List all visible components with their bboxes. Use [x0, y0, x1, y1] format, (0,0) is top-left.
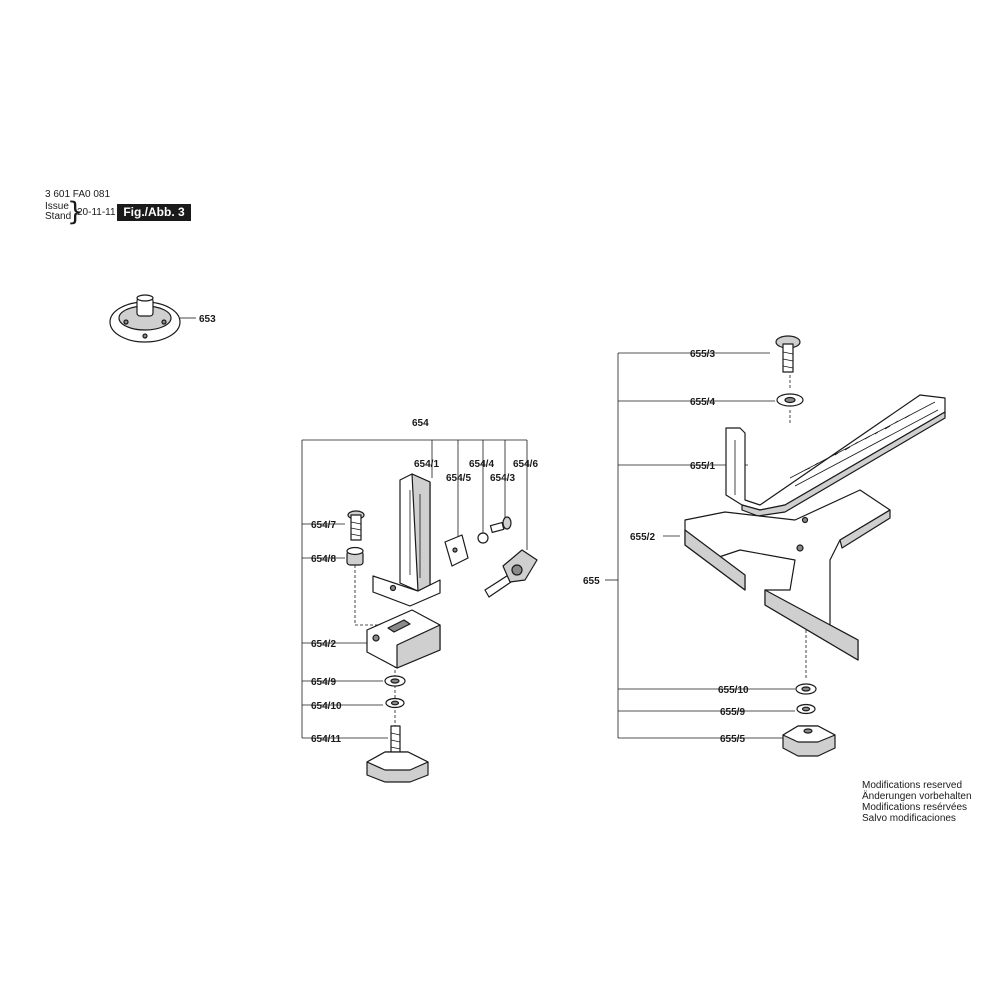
- label-655-5: 655/5: [720, 734, 745, 745]
- label-654: 654: [412, 418, 429, 429]
- brace: }: [67, 197, 84, 227]
- part-655-3-drawing: [775, 335, 801, 373]
- part-654-10-drawing: [385, 697, 405, 709]
- issue-date: 20-11-11: [77, 207, 116, 218]
- label-655-3: 655/3: [690, 349, 715, 360]
- label-654-8: 654/8: [311, 554, 336, 565]
- part-654-4-drawing: [477, 532, 489, 544]
- part-654-9-drawing: [384, 675, 406, 687]
- part-655-2-drawing: [684, 489, 891, 661]
- part-655-10-drawing: [795, 683, 817, 695]
- note-line-en: Modifications reserved: [862, 780, 963, 791]
- label-655: 655: [583, 576, 600, 587]
- part-653-drawing: [109, 294, 181, 343]
- label-655-9: 655/9: [720, 707, 745, 718]
- label-655-1: 655/1: [690, 461, 715, 472]
- leader-lines-654: [301, 439, 528, 739]
- leader-lines-655: [605, 352, 807, 739]
- label-654-9: 654/9: [311, 677, 336, 688]
- label-654-10: 654/10: [311, 701, 342, 712]
- part-654-1-drawing: [372, 473, 441, 607]
- part-654-7-drawing: [347, 510, 365, 541]
- note-line-de: Änderungen vorbehalten: [862, 791, 972, 802]
- part-655-9-drawing: [796, 703, 816, 715]
- label-653: 653: [199, 314, 216, 325]
- label-654-11: 654/11: [311, 734, 341, 745]
- label-654-7: 654/7: [311, 520, 336, 531]
- label-655-10: 655/10: [718, 685, 749, 696]
- part-655-5-drawing: [782, 725, 836, 757]
- label-655-2: 655/2: [630, 532, 655, 543]
- part-654-3-drawing: [489, 516, 512, 534]
- modifications-note: Modifications reserved Änderungen vorbeh…: [862, 780, 972, 824]
- part-654-5-drawing: [444, 534, 469, 567]
- figure-badge: Fig./Abb. 3: [117, 204, 191, 221]
- part-number: 3 601 FA0 081: [45, 189, 111, 200]
- part-654-8-drawing: [346, 546, 364, 566]
- note-line-es: Salvo modificaciones: [862, 813, 956, 824]
- label-655-4: 655/4: [690, 397, 715, 408]
- part-655-1-drawing: [725, 394, 946, 517]
- part-654-11-drawing: [366, 725, 429, 783]
- label-654-3: 654/3: [490, 473, 515, 484]
- issue-label: Issue: [45, 201, 69, 212]
- label-654-5: 654/5: [446, 473, 471, 484]
- label-654-4: 654/4: [469, 459, 494, 470]
- stand-label: Stand: [45, 211, 72, 222]
- note-line-fr: Modifications resérvées: [862, 802, 968, 813]
- label-654-1: 654/1: [414, 459, 439, 470]
- part-654-2-drawing: [366, 609, 441, 669]
- part-654-6-drawing: [484, 549, 538, 598]
- label-654-2: 654/2: [311, 639, 336, 650]
- label-654-6: 654/6: [513, 459, 538, 470]
- part-655-4-drawing: [776, 393, 804, 407]
